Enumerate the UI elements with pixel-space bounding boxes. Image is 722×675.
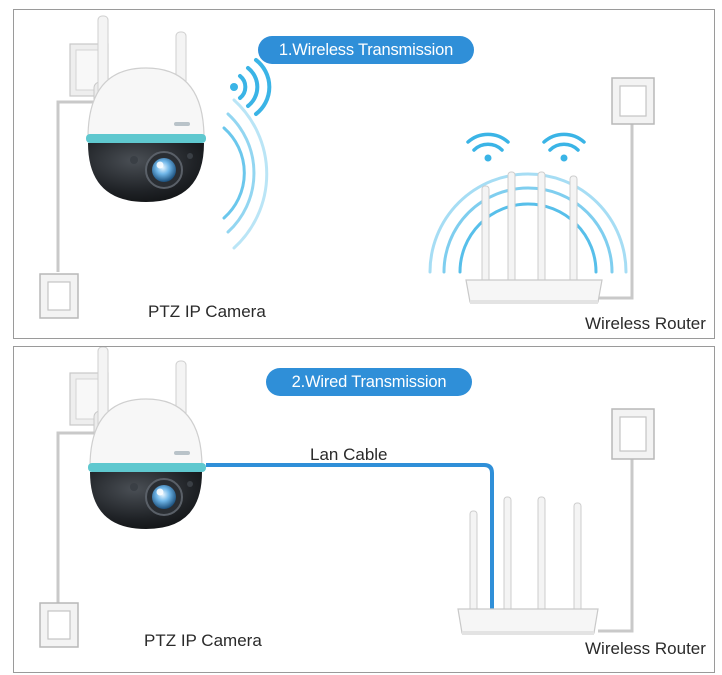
power-outlet-icon <box>39 602 79 648</box>
signal-wave-icon <box>428 172 628 274</box>
wifi-icon <box>466 132 510 162</box>
router-power-cable <box>598 120 634 300</box>
wireless-router-label: Wireless Router <box>585 314 706 333</box>
wireless-transmission-panel: 1.Wireless Transmission PTZ IP Camera Wi… <box>13 9 715 339</box>
wireless-scene <box>39 15 655 319</box>
wireless-router-icon <box>457 496 599 635</box>
wireless-router-icon <box>465 171 603 304</box>
wifi-icon <box>542 132 586 162</box>
router-power-cable <box>598 457 634 633</box>
lan-cable <box>206 463 494 609</box>
lan-cable-label: Lan Cable <box>310 445 388 464</box>
camera-power-cable <box>56 431 94 603</box>
wired-transmission-title: 2.Wired Transmission <box>266 368 472 396</box>
power-outlet-icon <box>611 77 655 125</box>
ptz-camera-icon <box>69 15 206 202</box>
wireless-router-label: Wireless Router <box>585 639 706 658</box>
camera-power-cable <box>56 100 94 272</box>
ptz-camera-icon <box>69 347 206 529</box>
wired-scene <box>39 347 655 648</box>
ptz-ip-camera-label: PTZ IP Camera <box>144 631 262 650</box>
power-outlet-icon <box>39 273 79 319</box>
power-outlet-icon <box>611 408 655 460</box>
signal-wave-icon <box>222 58 272 250</box>
ptz-ip-camera-label: PTZ IP Camera <box>148 302 266 321</box>
wireless-transmission-title: 1.Wireless Transmission <box>258 36 474 64</box>
wired-transmission-panel: 2.Wired Transmission Lan Cable PTZ IP Ca… <box>13 346 715 673</box>
